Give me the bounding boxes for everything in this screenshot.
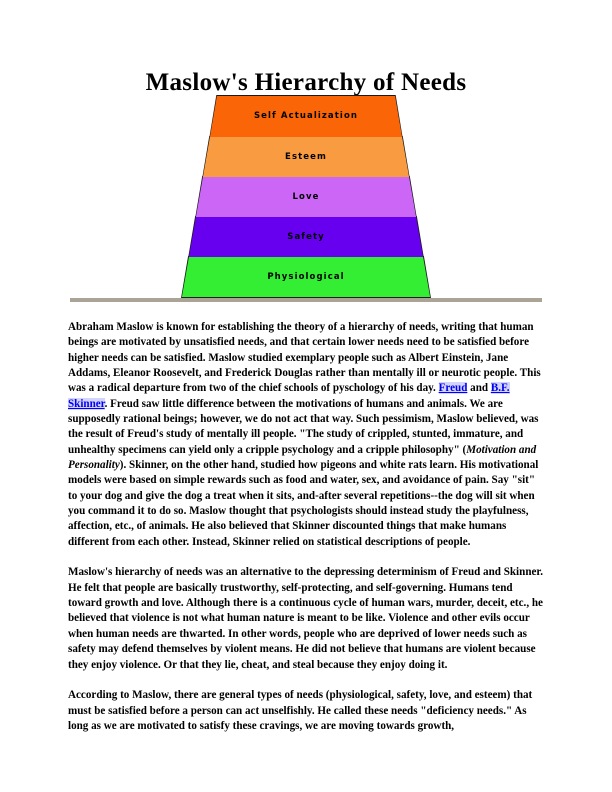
maslow-pyramid-diagram: Self Actualization Esteem Love Safety xyxy=(0,95,612,306)
link-freud[interactable]: Freud xyxy=(438,382,468,395)
pyramid-layer-label: Self Actualization xyxy=(253,111,359,122)
paragraph-3: According to Maslow, there are general t… xyxy=(68,689,533,732)
horizontal-rule xyxy=(70,298,542,302)
pyramid-layer-esteem: Esteem xyxy=(160,136,452,178)
pyramid-layer-label: Safety xyxy=(287,231,325,242)
pyramid-layer-label: Physiological xyxy=(267,271,345,282)
pyramid-shape: Self Actualization Esteem Love Safety xyxy=(160,95,452,298)
layer-fill xyxy=(202,137,410,177)
pyramid-layer-label: Esteem xyxy=(285,151,327,162)
pyramid-layer-love: Love xyxy=(160,176,452,218)
layer-fill xyxy=(181,257,431,297)
paragraph-2: Maslow's hierarchy of needs was an alter… xyxy=(68,566,544,671)
layer-fill xyxy=(209,96,403,137)
layer-fill xyxy=(188,217,424,257)
page-title: Maslow's Hierarchy of Needs xyxy=(145,68,467,96)
pyramid-layer-self-actualization: Self Actualization xyxy=(160,95,452,138)
paragraph-1-text-part-2: and xyxy=(467,382,491,395)
paragraph-1-text-part-4: ). Skinner, on the other hand, studied h… xyxy=(68,459,539,548)
layer-fill xyxy=(195,177,417,217)
pyramid-layer-physiological: Physiological xyxy=(160,256,452,298)
article-body: Abraham Maslow is known for establishing… xyxy=(68,320,545,749)
pyramid-layer-safety: Safety xyxy=(160,216,452,258)
paragraph-1-text-part-3: . Freud saw little difference between th… xyxy=(68,397,539,456)
pyramid-layer-label: Love xyxy=(292,191,320,202)
paragraph-1-text-part-1: Abraham Maslow is known for establishing… xyxy=(68,321,541,395)
paragraph-1: Abraham Maslow is known for establishing… xyxy=(68,320,545,550)
book-citation: Motivation and Personality xyxy=(68,443,537,472)
